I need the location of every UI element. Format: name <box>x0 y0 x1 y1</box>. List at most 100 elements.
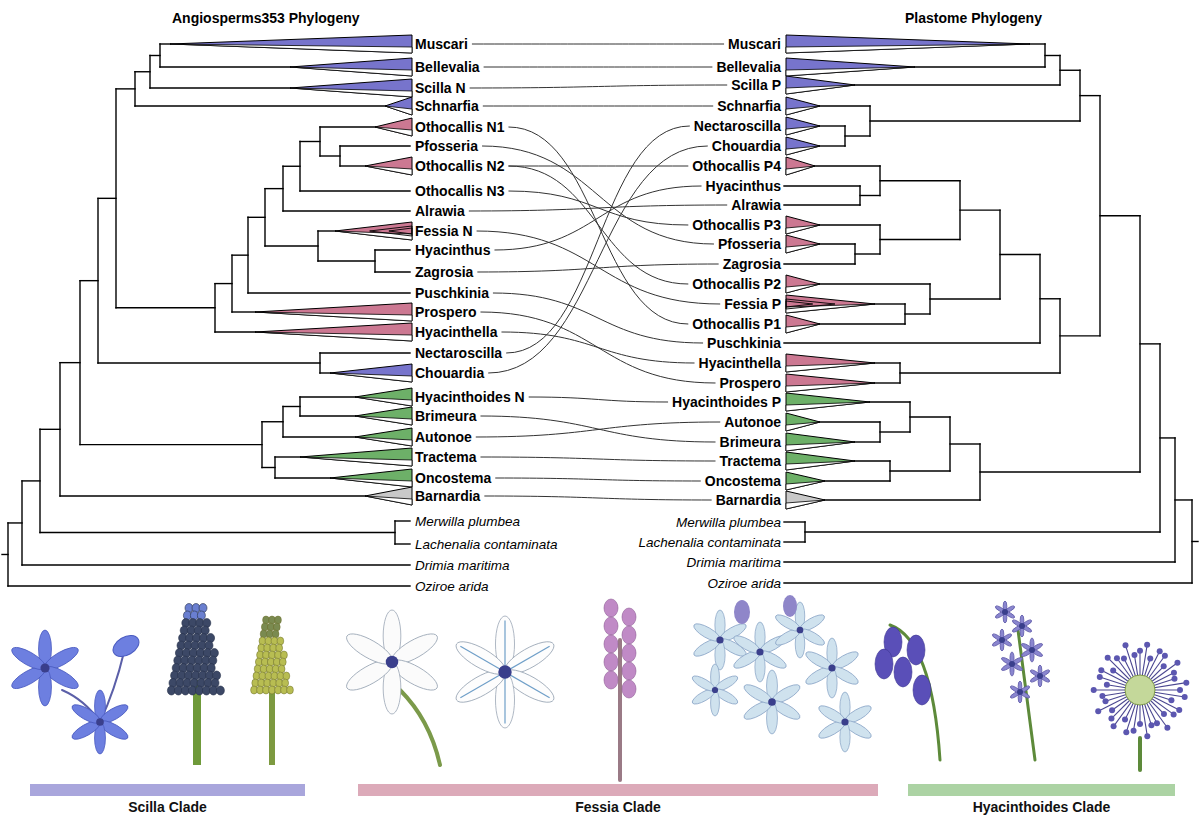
clade-bar <box>30 784 305 796</box>
tree-branch <box>340 165 365 166</box>
tree-branch <box>160 43 170 44</box>
tree-branch <box>215 331 255 332</box>
collapsed-clade <box>355 428 412 446</box>
collapsed-clade-shade <box>170 44 412 53</box>
taxon-label: Nectaroscilla <box>415 345 502 362</box>
floret <box>287 686 294 694</box>
taxon-label: Drimia maritima <box>415 557 510 574</box>
tree-branch <box>855 441 880 442</box>
bell <box>604 617 618 635</box>
collapsed-clade-shade <box>355 397 412 406</box>
taxon-name: Fessia P <box>724 296 781 312</box>
tree-branch <box>784 342 1040 343</box>
tree-branch <box>815 165 880 166</box>
hatch <box>786 301 813 307</box>
bell <box>604 599 618 617</box>
tree-branch <box>320 352 410 353</box>
taxon-name: Barnardia <box>415 488 480 504</box>
floret <box>1174 660 1180 666</box>
tree-branch <box>880 180 960 181</box>
collapsed-clade <box>170 35 412 53</box>
collapsed-clade <box>786 491 825 509</box>
taxon-label: Merwilla plumbea <box>676 514 781 531</box>
tree-branch <box>825 480 890 481</box>
collapsed-clade-shade <box>786 67 915 76</box>
taxon-name: Muscari <box>415 36 468 52</box>
floret <box>1182 694 1188 700</box>
floret <box>275 616 282 624</box>
tree-branch <box>340 145 410 146</box>
tree-branch <box>318 230 335 231</box>
taxon-link <box>469 205 727 211</box>
tree-branch <box>283 210 410 211</box>
taxon-label: Othocallis N1 <box>415 119 504 136</box>
stem <box>400 690 440 765</box>
stem <box>1018 630 1035 760</box>
tree-branch <box>248 292 410 293</box>
flower-center <box>1037 673 1043 679</box>
tree-branch <box>320 155 340 156</box>
flower-center <box>1125 675 1155 705</box>
petal <box>690 686 717 707</box>
flower-center <box>96 718 104 726</box>
tree-branch <box>860 195 880 196</box>
collapsed-clade-shade <box>786 500 825 509</box>
taxon-label: Brimeura <box>720 434 781 451</box>
taxon-name: Hyacinthoides P <box>672 394 781 410</box>
tree-branch <box>248 217 265 218</box>
collapsed-clade-shade <box>786 44 1030 53</box>
tree-branch <box>875 303 905 304</box>
collapsed-clade <box>786 433 855 451</box>
tree-branch <box>960 209 1000 210</box>
tree-branch <box>875 382 900 383</box>
taxon-name: Bellevalia <box>415 59 480 75</box>
collapsed-clade <box>786 35 1030 53</box>
tree-branch <box>1030 43 1045 44</box>
floret <box>1183 680 1189 686</box>
floret <box>1105 655 1111 661</box>
taxon-name: Oziroe arida <box>707 576 781 591</box>
clade-name: Fessia Clade <box>575 799 661 816</box>
taxon-label: Oncostema <box>415 470 491 487</box>
taxon-label: Hyacinthella <box>415 324 497 341</box>
taxon-label: Lachenalia contaminata <box>415 536 558 553</box>
tree-branch <box>820 145 845 146</box>
taxon-name: Nectaroscilla <box>694 118 781 134</box>
floret <box>1091 687 1097 693</box>
taxon-name: Brimeura <box>720 434 781 450</box>
bell <box>875 649 893 679</box>
collapsed-clade-shade <box>786 363 875 372</box>
floret <box>1099 693 1105 699</box>
taxon-link <box>501 332 694 363</box>
collapsed-clade <box>365 487 412 505</box>
tree-branch <box>150 87 290 88</box>
collapsed-clade <box>300 448 412 466</box>
collapsed-clade-shade <box>290 67 412 76</box>
tree-branch <box>1100 215 1140 216</box>
tree-branch <box>880 239 960 240</box>
bell <box>622 680 636 698</box>
taxon-link <box>493 293 703 343</box>
floret <box>1097 674 1103 680</box>
taxon-link <box>470 85 728 88</box>
petal-vein <box>460 672 505 698</box>
tree-branch <box>875 362 900 363</box>
floret <box>1110 668 1116 674</box>
taxon-name: Tractema <box>720 453 781 469</box>
taxon-name: Othocallis P2 <box>692 276 781 292</box>
collapsed-clade <box>786 76 855 94</box>
collapsed-clade <box>255 303 412 321</box>
petal-vein <box>504 672 505 724</box>
floret <box>281 651 288 659</box>
clade-name: Hyacinthoides Clade <box>973 799 1111 816</box>
tree-branch <box>820 323 905 324</box>
floret <box>216 686 224 695</box>
tree-branch <box>60 362 80 363</box>
collapsed-clade-shade <box>290 88 412 97</box>
collapsed-clade <box>385 97 412 115</box>
floret <box>1095 708 1101 714</box>
taxon-link <box>483 106 713 107</box>
floret <box>1144 642 1150 648</box>
floret <box>1098 667 1104 673</box>
collapsed-clade <box>335 222 412 240</box>
